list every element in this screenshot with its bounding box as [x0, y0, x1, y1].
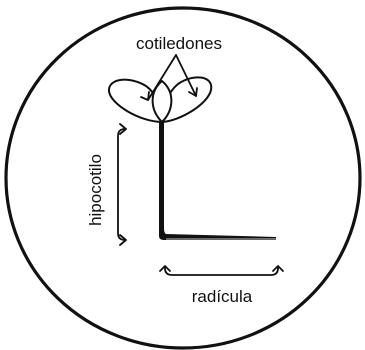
radicle-label: radícula	[192, 287, 253, 306]
seedling-stem	[159, 122, 276, 240]
hypocotyl-bracket-line	[118, 129, 125, 240]
cotyledons-shape	[109, 77, 211, 122]
circle-frame	[6, 8, 360, 348]
radicle-bracket	[160, 266, 283, 275]
radicle-bracket-line	[165, 268, 278, 275]
hypocotyl-label: hipocotilo	[86, 154, 105, 226]
cotyledons-label: cotiledones	[136, 34, 222, 53]
hypocotyl-bracket	[118, 124, 126, 245]
hypocotyl-stem	[159, 122, 276, 240]
